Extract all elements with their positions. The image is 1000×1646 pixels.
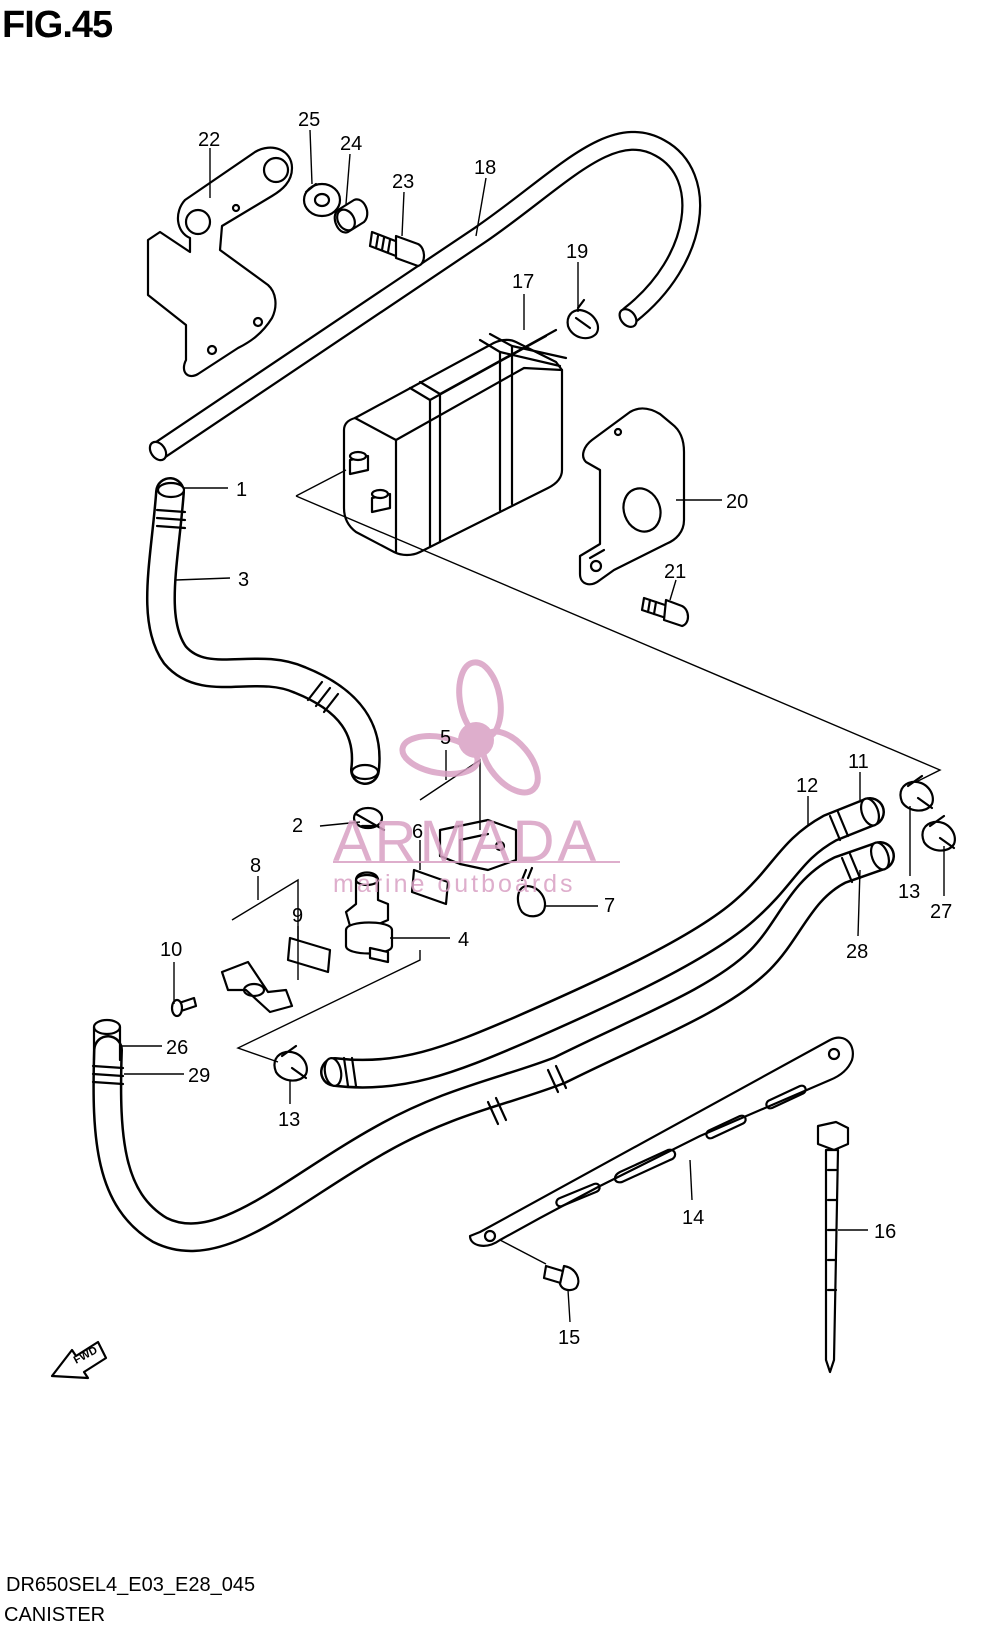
callout-28: 28 [846,941,868,963]
clamp-13-upper [899,774,934,812]
clip-2 [352,806,386,832]
callout-29: 29 [188,1065,210,1087]
callout-15: 15 [558,1327,580,1349]
watermark-brand: ARMADA [333,809,600,874]
hose-28 [91,841,895,1253]
cable-tie-16 [816,1120,850,1374]
armada-logo-icon [399,659,541,796]
bracket-20 [578,407,686,586]
leader-lines [122,129,945,1323]
callout-23: 23 [392,171,414,193]
figure-code: DR650SEL4_E03_E28_045 [6,1574,256,1596]
clamp-27 [921,814,956,852]
hose-12 [320,797,885,1089]
screw-10 [170,996,198,1018]
clamp-13-lower [273,1044,308,1082]
figure-title: FIG.45 [2,4,113,46]
bracket-6 [438,818,518,872]
callout-21: 21 [664,561,686,583]
callout-19: 19 [566,241,588,263]
callout-5: 5 [440,727,451,749]
hose-3 [145,477,381,785]
callout-12: 12 [796,775,818,797]
callout-18: 18 [474,157,496,179]
clamp-19 [566,298,600,340]
bolt-21 [640,596,690,628]
bolt-7 [516,866,547,918]
callout-13-upper: 13 [898,881,920,903]
callout-16: 16 [874,1221,896,1243]
valve-4 [344,871,394,964]
grommet-25 [302,182,342,218]
callout-10: 10 [160,939,182,961]
clamp-8 [220,960,294,1014]
callout-25: 25 [298,109,320,131]
callout-14: 14 [682,1207,704,1229]
callout-4: 4 [458,929,469,951]
callout-13-lower: 13 [278,1109,300,1131]
callout-9: 9 [292,905,303,927]
callout-6: 6 [412,821,423,843]
screw-15 [542,1264,580,1292]
pad-9 [286,936,332,974]
watermark-tagline: marine outboards [333,870,576,898]
callout-2: 2 [292,815,303,837]
callout-22: 22 [198,129,220,151]
hose-18 [148,130,702,462]
callout-27: 27 [930,901,952,923]
callout-1: 1 [236,479,247,501]
plate-14 [468,1036,854,1247]
callout-numbers: 1 2 3 4 5 6 7 8 9 10 11 12 13 13 14 15 1… [160,109,952,1349]
assembly-lines [231,469,942,1063]
callout-8: 8 [250,855,261,877]
callout-20: 20 [726,491,748,513]
figure-caption: CANISTER [4,1604,106,1626]
fwd-arrow-icon: FWD [50,1340,108,1380]
callout-26: 26 [166,1037,188,1059]
callout-17: 17 [512,271,534,293]
callout-7: 7 [604,895,615,917]
callout-3: 3 [238,569,249,591]
collar-24 [333,198,369,234]
pad-6 [410,868,450,906]
callout-24: 24 [340,133,362,155]
canister-17 [342,328,568,557]
callout-11: 11 [848,751,869,773]
bolt-23 [368,230,426,268]
bracket-22 [146,146,294,378]
